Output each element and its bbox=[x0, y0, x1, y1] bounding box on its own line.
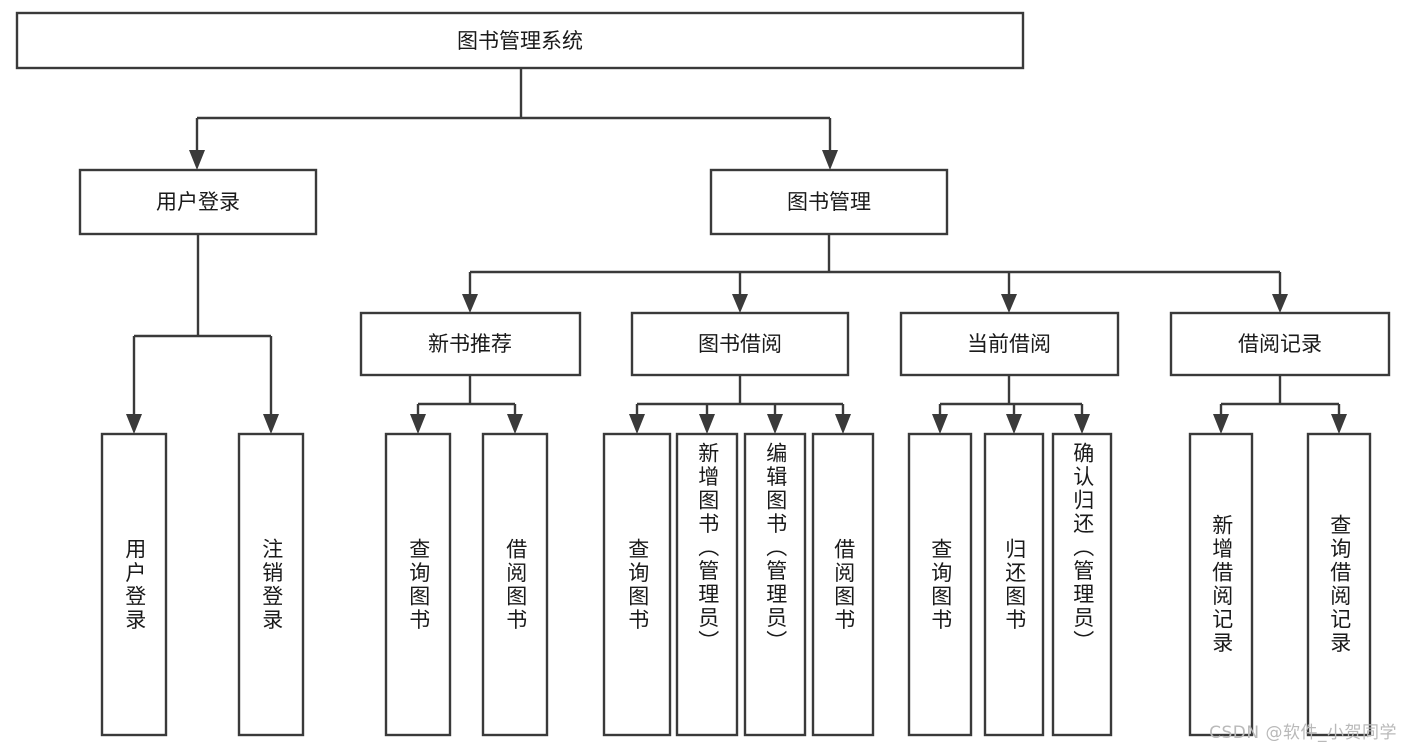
leaf-box-group bbox=[100, 432, 1372, 737]
connector-group-book-manage bbox=[462, 234, 1288, 313]
arrow-head-leaf-query-book-1 bbox=[410, 414, 426, 434]
connector-group-book-borrow bbox=[629, 375, 851, 434]
leaf-box-query-book-3[interactable] bbox=[907, 432, 973, 737]
leaf-box-add-record[interactable] bbox=[1188, 432, 1254, 737]
leaf-box-return-book[interactable] bbox=[983, 432, 1045, 737]
arrow-head-leaf-query-book-3 bbox=[932, 414, 948, 434]
leaf-box-query-record[interactable] bbox=[1306, 432, 1372, 737]
node-user-login-box[interactable] bbox=[78, 168, 318, 236]
leaf-box-query-book-1[interactable] bbox=[384, 432, 452, 737]
arrow-head-leaf-user-login bbox=[126, 414, 142, 434]
node-root[interactable]: 图书管理系统 bbox=[15, 11, 1025, 70]
node-book-borrow-box[interactable] bbox=[630, 311, 850, 377]
leaf-box-query-book-2[interactable] bbox=[602, 432, 672, 737]
node-borrow-record-box[interactable] bbox=[1169, 311, 1391, 377]
arrow-head-leaf-edit-book bbox=[767, 414, 783, 434]
leaf-box-user-login[interactable] bbox=[100, 432, 168, 737]
arrow-head-leaf-confirm-return bbox=[1074, 414, 1090, 434]
arrow-head-current-borrow bbox=[1001, 294, 1017, 313]
node-book-borrow-label: 图书借阅 bbox=[698, 332, 782, 356]
node-book-borrow[interactable]: 图书借阅 bbox=[630, 311, 850, 377]
node-user-login[interactable]: 用户登录 bbox=[78, 168, 318, 236]
node-current-borrow-label: 当前借阅 bbox=[967, 332, 1051, 356]
leaf-box-borrow-book-2[interactable] bbox=[811, 432, 875, 737]
arrow-head-leaf-borrow-book-1 bbox=[507, 414, 523, 434]
leaf-box-add-book[interactable] bbox=[675, 432, 739, 737]
node-current-borrow-box[interactable] bbox=[899, 311, 1120, 377]
node-borrow-record[interactable]: 借阅记录 bbox=[1169, 311, 1391, 377]
arrow-head-leaf-query-record bbox=[1331, 414, 1347, 434]
arrow-head-leaf-add-book bbox=[699, 414, 715, 434]
node-book-manage-box[interactable] bbox=[709, 168, 949, 236]
connector-group-new-book bbox=[410, 375, 523, 434]
node-root-box[interactable] bbox=[15, 11, 1025, 70]
leaf-box-confirm-return[interactable] bbox=[1051, 432, 1113, 737]
arrow-head-book-manage bbox=[822, 150, 838, 170]
node-user-login-label: 用户登录 bbox=[156, 190, 240, 214]
node-book-manage-label: 图书管理 bbox=[787, 190, 871, 214]
node-borrow-record-label: 借阅记录 bbox=[1238, 332, 1322, 356]
connector-group-current-borrow bbox=[932, 375, 1090, 434]
arrow-head-leaf-add-record bbox=[1213, 414, 1229, 434]
arrow-head-book-borrow bbox=[732, 294, 748, 313]
connector-group-user-login bbox=[126, 234, 279, 434]
arrow-head-leaf-borrow-book-2 bbox=[835, 414, 851, 434]
connector-group-root bbox=[189, 68, 838, 170]
node-new-book-recommend-box[interactable] bbox=[359, 311, 582, 377]
leaf-box-edit-book[interactable] bbox=[743, 432, 807, 737]
watermark-text: CSDN @软件_小贺同学 bbox=[1209, 723, 1397, 743]
arrow-head-borrow-record bbox=[1272, 294, 1288, 313]
node-book-manage[interactable]: 图书管理 bbox=[709, 168, 949, 236]
arrow-head-leaf-logout bbox=[263, 414, 279, 434]
leaf-box-borrow-book-1[interactable] bbox=[481, 432, 549, 737]
node-current-borrow[interactable]: 当前借阅 bbox=[899, 311, 1120, 377]
node-new-book-recommend-label: 新书推荐 bbox=[428, 332, 512, 356]
connector-group-borrow-record bbox=[1213, 375, 1347, 434]
node-new-book-recommend[interactable]: 新书推荐 bbox=[359, 311, 582, 377]
arrow-head-leaf-query-book-2 bbox=[629, 414, 645, 434]
arrow-head-leaf-return-book bbox=[1006, 414, 1022, 434]
leaf-box-logout[interactable] bbox=[237, 432, 305, 737]
node-root-label: 图书管理系统 bbox=[457, 29, 583, 53]
arrow-head-new-book bbox=[462, 294, 478, 313]
arrow-head-user-login bbox=[189, 150, 205, 170]
